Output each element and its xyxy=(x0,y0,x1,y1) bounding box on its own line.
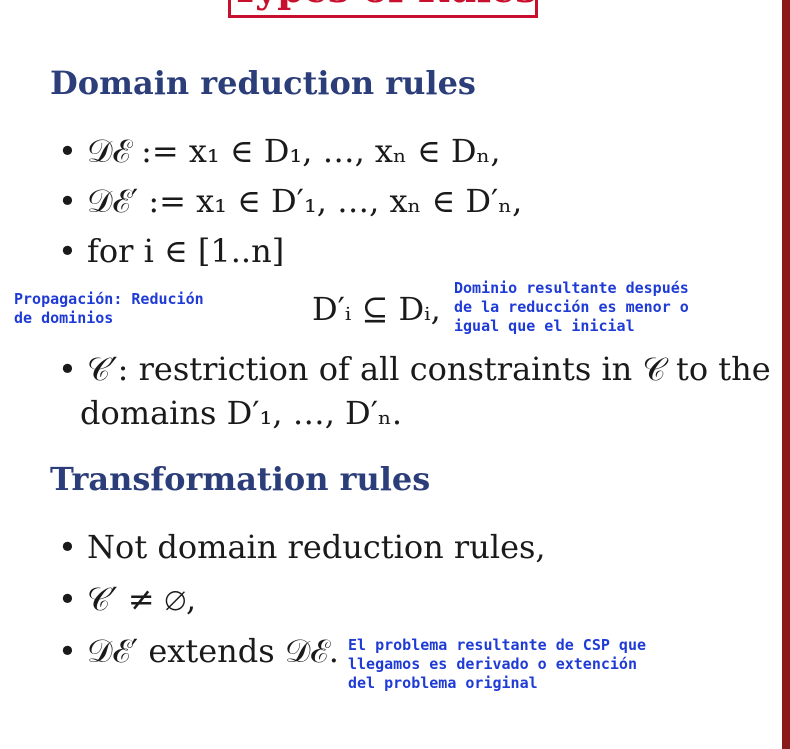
item-c-nonempty: • 𝒞′ ≠ ∅, xyxy=(58,580,197,618)
item-de: • 𝒟ℰ := x₁ ∈ D₁, …, xₙ ∈ Dₙ, xyxy=(58,132,501,170)
annotation-dominio: Dominio resultante después de la reducci… xyxy=(454,279,689,335)
item-for-i: • for i ∈ [1..n] xyxy=(58,232,285,270)
item-c-prime-line1: • 𝒞′: restriction of all constraints in … xyxy=(58,350,771,388)
right-border-bar xyxy=(782,0,790,749)
item-not-domain: • Not domain reduction rules, xyxy=(58,528,546,566)
heading-transformation: Transformation rules xyxy=(50,460,431,498)
subset-formula: D′ᵢ ⊆ Dᵢ, xyxy=(312,290,441,328)
annotation-problema: El problema resultante de CSP que llegam… xyxy=(348,636,647,692)
slide-title: Types of Rules xyxy=(231,0,535,11)
slide-title-box: Types of Rules xyxy=(228,0,538,18)
annotation-propagacion: Propagación: Redución de dominios xyxy=(14,290,204,327)
item-c-prime-line2: domains D′₁, …, D′ₙ. xyxy=(80,394,402,432)
heading-domain-reduction: Domain reduction rules xyxy=(50,64,476,102)
item-extends: • 𝒟ℰ′ extends 𝒟ℰ. xyxy=(58,632,339,670)
item-de-prime: • 𝒟ℰ′ := x₁ ∈ D′₁, …, xₙ ∈ D′ₙ, xyxy=(58,182,523,220)
